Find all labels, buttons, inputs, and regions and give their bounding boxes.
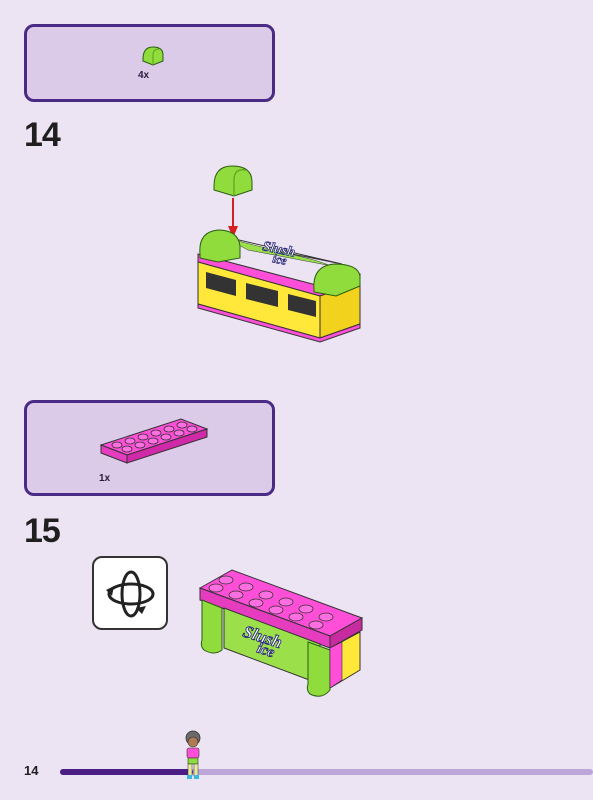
part-quantity-step-15: 1x (99, 473, 111, 484)
sign-text-slush: Slush (261, 239, 296, 261)
parts-callout-step-15 (24, 400, 275, 496)
lime-curved-slope-part-icon (142, 46, 164, 66)
magenta-plate-part-icon (99, 418, 209, 464)
part-quantity-step-14: 4x (138, 70, 150, 81)
rotate-arrows-icon (106, 570, 155, 618)
step-number-15: 15 (24, 512, 61, 550)
parts-callout-step-14 (24, 24, 275, 102)
placement-arrow (228, 198, 238, 238)
sign-text-ice: ice (271, 251, 288, 268)
lime-curved-slope-falling (213, 165, 253, 197)
minifigure-icon (185, 730, 201, 779)
step-14-model-illustration: Slush ice (197, 165, 361, 343)
progress-track (60, 769, 593, 775)
step-number-14: 14 (24, 116, 61, 154)
progress-fill (60, 769, 193, 775)
slush-ice-counter: Slush ice (197, 229, 361, 343)
step-15-model-illustration: Slush ice (198, 569, 364, 697)
sign-text-ice-2: ice (255, 641, 277, 662)
rotate-model-icon (92, 556, 168, 630)
page-number: 14 (24, 763, 39, 778)
